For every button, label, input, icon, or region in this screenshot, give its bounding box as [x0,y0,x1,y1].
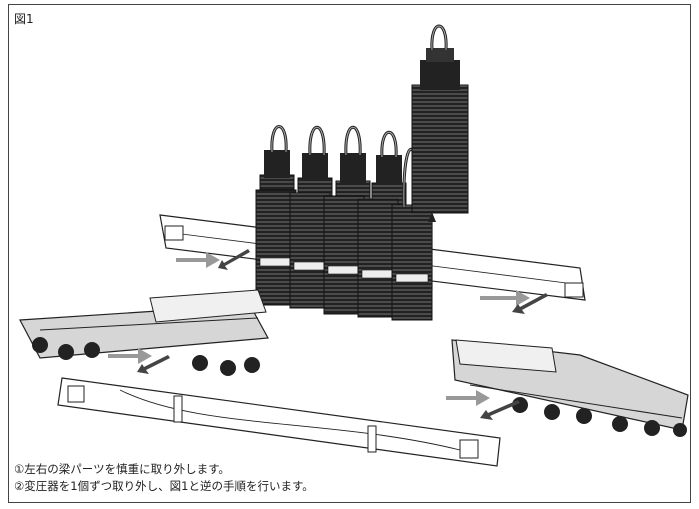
figure-frame [8,4,691,503]
transformer-front-4 [357,198,399,318]
arrow-pair-left-bogie [108,348,170,374]
left-bogie [19,289,269,376]
right-bogie [451,339,689,437]
arrow-pair-upper-left [176,249,250,270]
transformer-front-1 [255,189,297,306]
lower-beam [57,377,501,467]
figure-label: 図1 [14,12,34,26]
caption-step-2: ②変圧器を1個ずつ取り外し、図1と逆の手順を行います。 [14,479,314,493]
arrow-pair-right-bogie [446,390,520,420]
transformer-units [255,24,469,321]
caption-step-1: ①左右の梁パーツを慎重に取り外します。 [14,462,230,476]
arrow-pair-upper-right [480,290,548,314]
instruction-captions: ①左右の梁パーツを慎重に取り外します。 ②変圧器を1個ずつ取り外し、図1と逆の手… [14,461,314,495]
transformer-front-2 [289,192,331,309]
transformer-lifted [411,24,469,290]
direction-arrows [108,249,548,420]
